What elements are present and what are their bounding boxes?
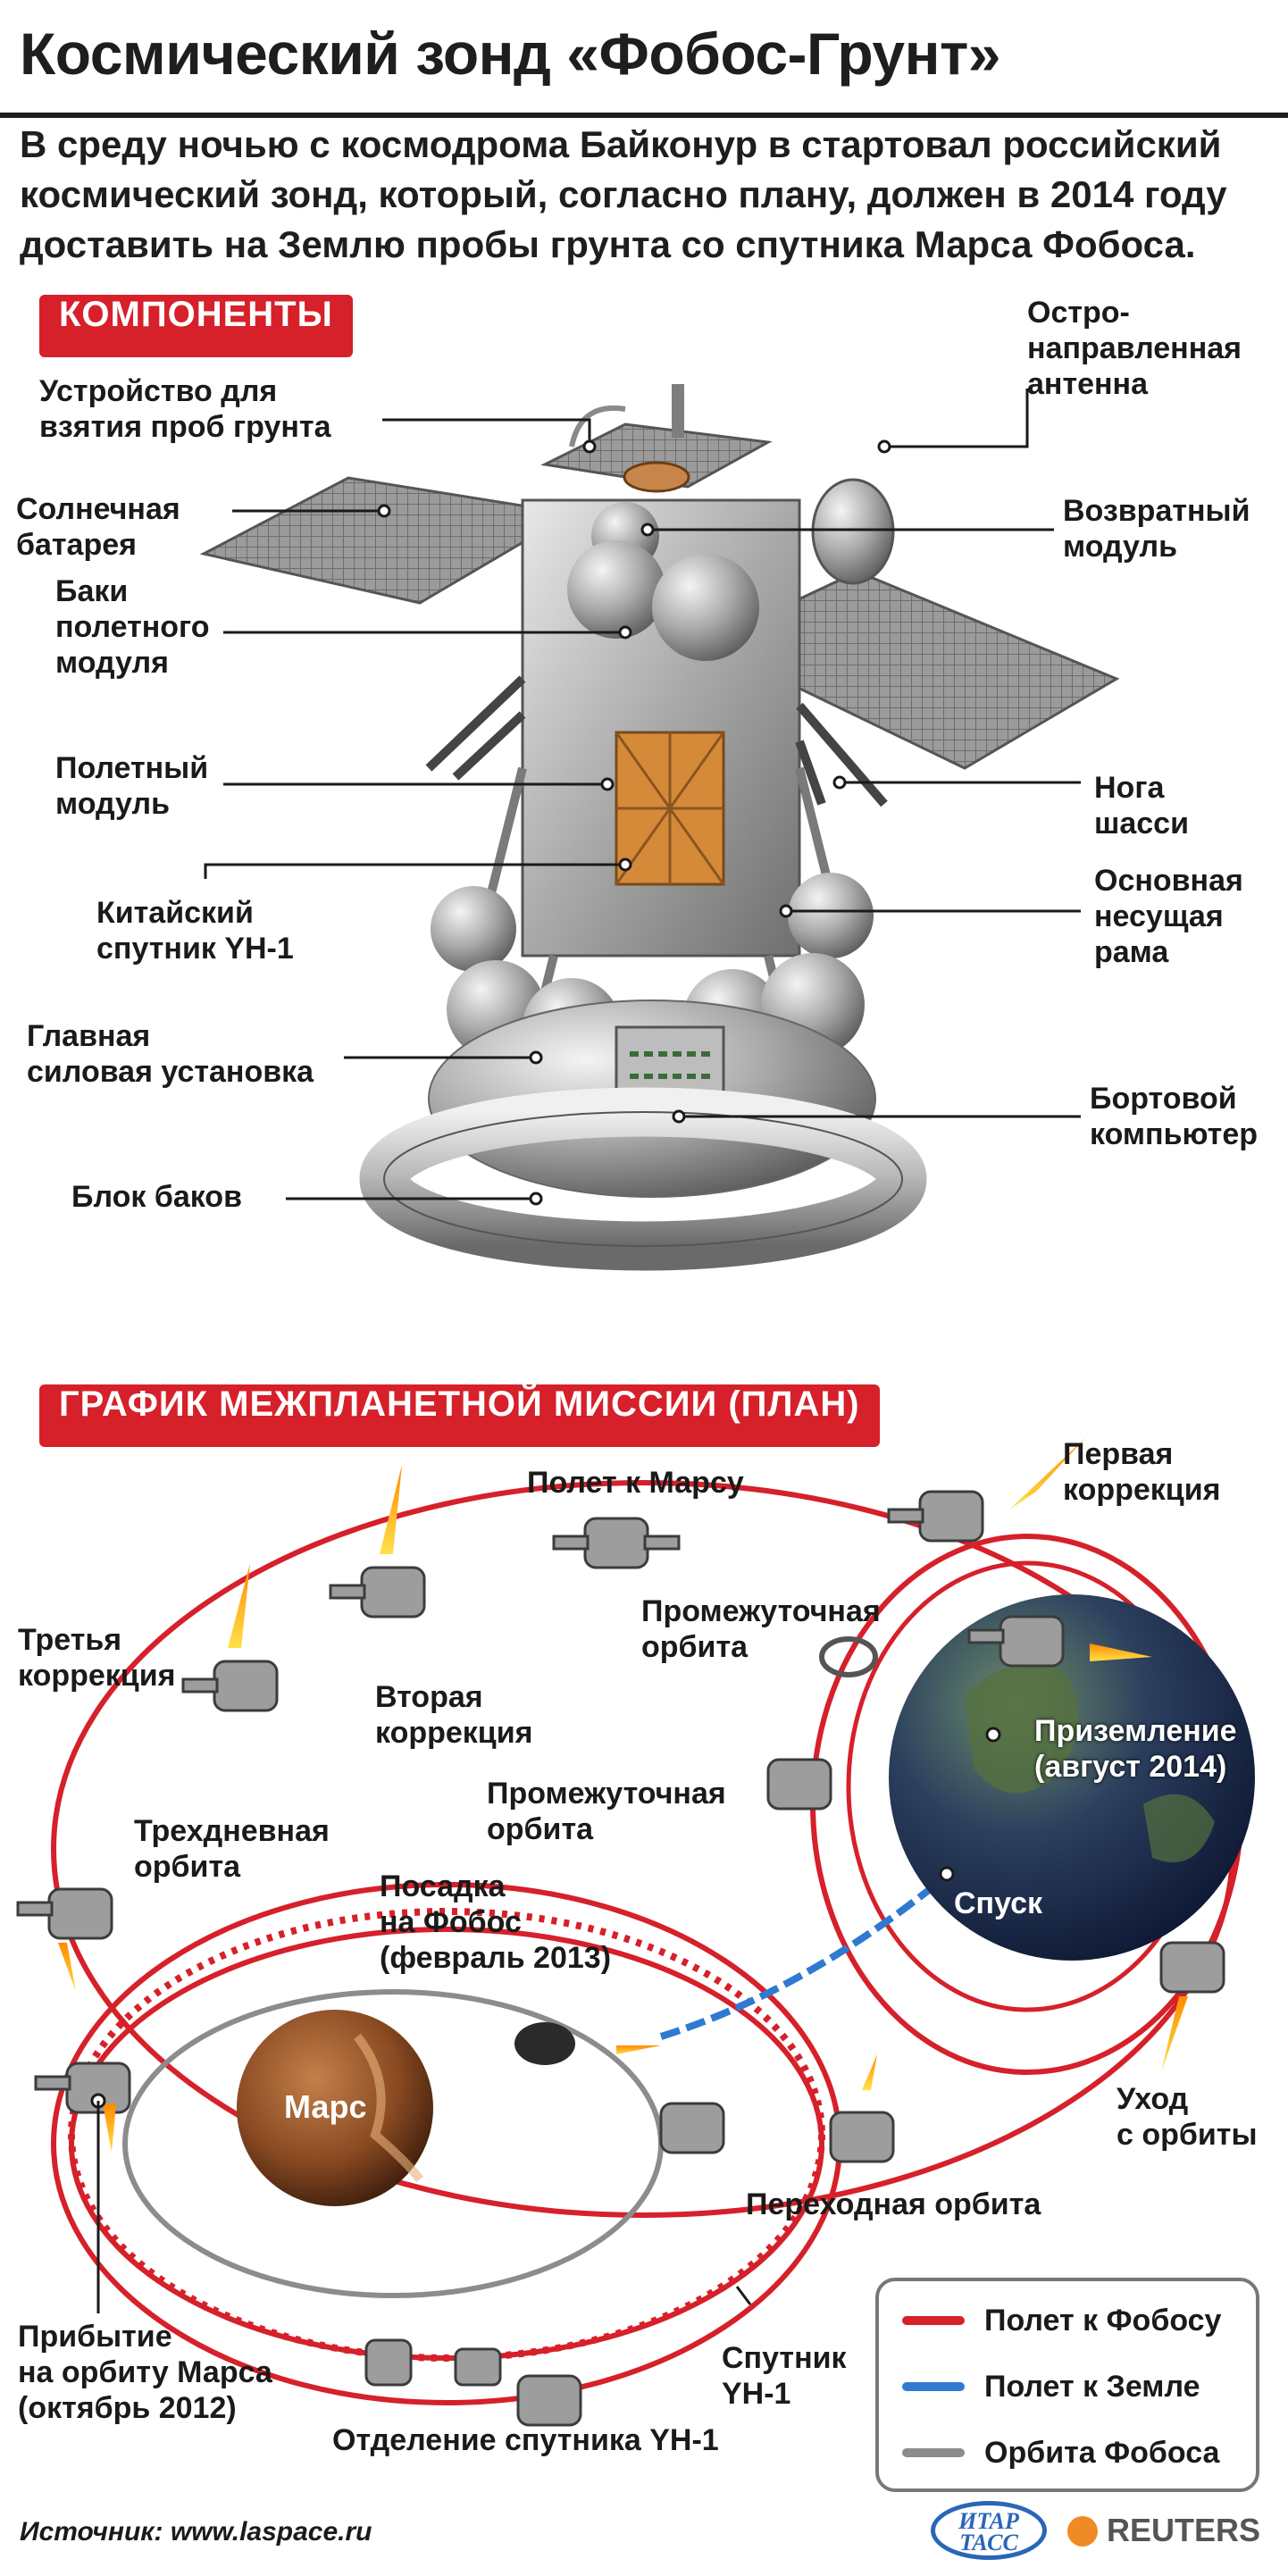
label-earth-landing: Приземление (август 2014) — [1034, 1714, 1237, 1784]
legend-item: Полет к Земле — [902, 2360, 1200, 2413]
label-three-day-orbit: Трехдневная орбита — [134, 1814, 330, 1884]
label-landing-leg: Нога шасси — [1094, 771, 1189, 841]
label-transfer-orbit: Переходная орбита — [746, 2187, 1041, 2221]
title-divider — [0, 113, 1288, 118]
page-title: Космический зонд «Фобос-Грунт» — [20, 21, 1000, 87]
label-yh1: Китайский спутник YH-1 — [96, 896, 294, 966]
label-tanks-flight-module: Баки полетного модуля — [55, 574, 210, 680]
legend-swatch-blue — [902, 2382, 965, 2391]
reuters-text: REUTERS — [1107, 2512, 1261, 2548]
label-first-correction: Первая коррекция — [1063, 1437, 1221, 1507]
intro-text: В среду ночью с космодрома Байконур в ст… — [20, 123, 1227, 265]
label-second-correction: Вторая коррекция — [375, 1680, 533, 1750]
legend-item: Полет к Фобосу — [902, 2294, 1221, 2347]
label-onboard-computer: Бортовой компьютер — [1090, 1082, 1258, 1151]
mission-badge: ГРАФИК МЕЖПЛАНЕТНОЙ МИССИИ (ПЛАН) — [39, 1384, 880, 1447]
label-leave-orbit: Уход с орбиты — [1117, 2082, 1258, 2152]
label-phobos-landing: Посадка на Фобос (февраль 2013) — [380, 1869, 612, 1975]
label-main-frame: Основная несущая рама — [1094, 864, 1243, 969]
label-tank-block: Блок баков — [71, 1180, 242, 1214]
legend-label: Полет к Земле — [984, 2369, 1200, 2404]
legend-item: Орбита Фобоса — [902, 2426, 1219, 2480]
craft-icon — [552, 1517, 681, 1569]
legend-swatch-red — [902, 2316, 965, 2325]
label-third-correction: Третья коррекция — [18, 1623, 176, 1693]
label-sampler: Устройство для взятия проб грунта — [39, 374, 331, 444]
label-propulsion: Главная силовая установка — [27, 1019, 314, 1089]
mars — [237, 2010, 433, 2206]
itar-tass-logo: ИТАР ТАСС — [931, 2501, 1047, 2560]
label-yh1-separation: Отделение спутника YH-1 — [332, 2423, 719, 2457]
label-mars-arrival: Прибытие на орбиту Марса (октябрь 2012) — [18, 2320, 272, 2425]
label-return-module: Возвратный модуль — [1063, 494, 1250, 564]
label-flight-to-mars: Полет к Марсу — [527, 1466, 744, 1500]
reuters-logo: REUTERS — [1067, 2512, 1260, 2549]
source-credit: Источник: www.laspace.ru — [20, 2517, 372, 2547]
label-intermediate-orbit-2: Промежуточная орбита — [487, 1777, 726, 1846]
label-intermediate-orbit-1: Промежуточная орбита — [641, 1594, 881, 1664]
label-descent: Спуск — [954, 1886, 1043, 1920]
label-flight-module: Полетный модуль — [55, 751, 209, 821]
reuters-dot-icon — [1067, 2516, 1098, 2547]
components-badge: КОМПОНЕНТЫ — [39, 295, 353, 357]
label-solar-panel: Солнечная батарея — [16, 492, 180, 562]
legend-label: Орбита Фобоса — [984, 2435, 1220, 2470]
label-antenna: Остро- направленная антенна — [1027, 296, 1242, 401]
legend-label: Полет к Фобосу — [984, 2303, 1222, 2338]
solar-panel-right — [702, 570, 1120, 770]
legend: Полет к Фобосу Полет к Земле Орбита Фобо… — [875, 2278, 1259, 2492]
spacecraft-illustration — [199, 384, 1120, 1271]
label-yh1-satellite: Спутник YH-1 — [722, 2341, 847, 2411]
legend-swatch-gray — [902, 2448, 965, 2457]
label-mars: Марс — [284, 2088, 367, 2125]
